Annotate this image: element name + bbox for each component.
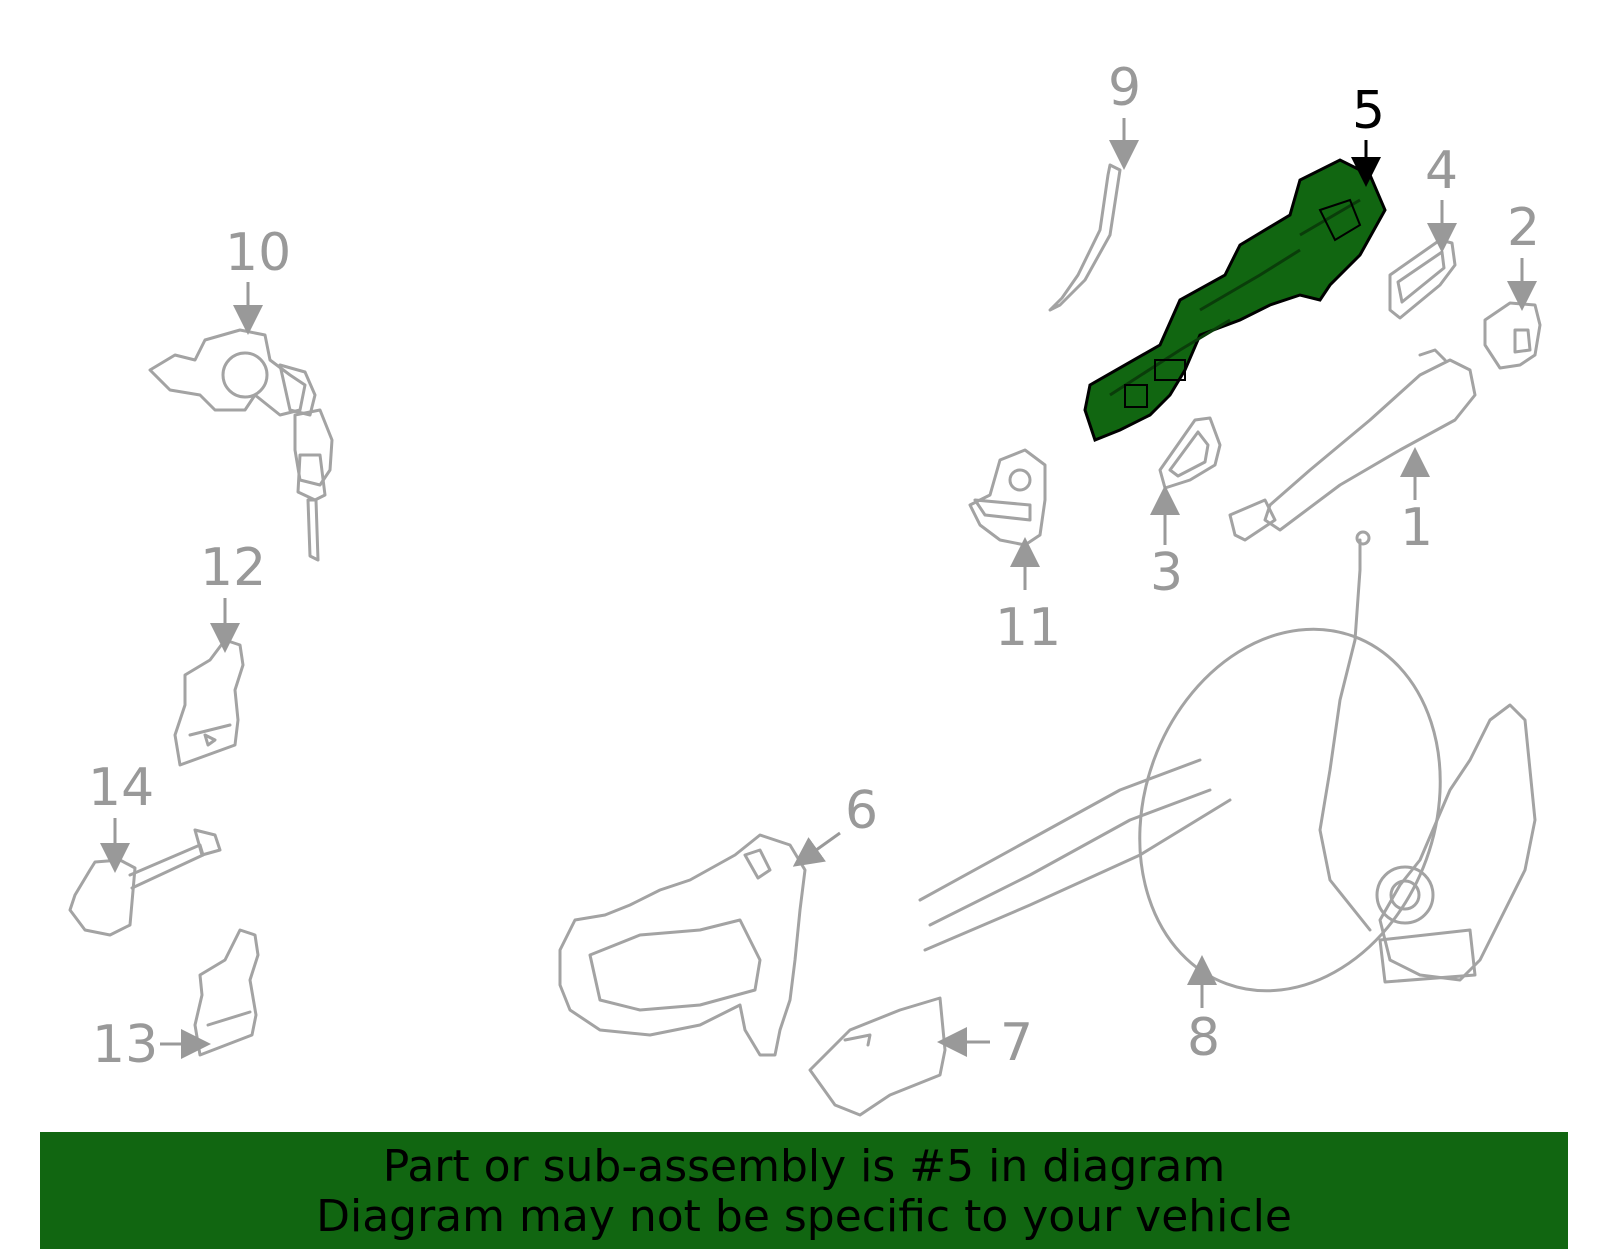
part-12-hinge[interactable] (173, 638, 245, 767)
part-1-outside-handle[interactable] (1228, 348, 1477, 542)
callout-1-label: 1 (1400, 498, 1433, 558)
callout-10-label: 10 (225, 223, 291, 283)
part-7-cover[interactable] (808, 996, 947, 1117)
callout-11-label: 11 (995, 598, 1061, 658)
part-2-cap[interactable] (1483, 301, 1542, 370)
part-9-rod[interactable] (1048, 163, 1122, 312)
callout-3: 3 (1150, 485, 1183, 603)
banner-line-1: Part or sub-assembly is #5 in diagram (382, 1141, 1226, 1192)
callout-8-label: 8 (1187, 1008, 1220, 1068)
part-14-door-check[interactable] (68, 828, 222, 937)
callout-14-label: 14 (88, 758, 154, 818)
callout-1: 1 (1400, 447, 1433, 558)
banner-line-2: Diagram may not be specific to your vehi… (316, 1191, 1292, 1242)
callout-7-label: 7 (1000, 1013, 1033, 1073)
callout-11: 11 (995, 537, 1061, 658)
info-banner: Part or sub-assembly is #5 in diagram Di… (40, 1132, 1568, 1249)
part-6-inside-handle[interactable] (558, 833, 807, 1057)
callout-6-label: 6 (845, 781, 878, 841)
callout-4-label: 4 (1425, 141, 1458, 201)
part-5-handle-frame[interactable] (1083, 158, 1387, 442)
parts-diagram: 10 12 14 13 9 (68, 58, 1542, 1117)
callout-4: 4 (1425, 141, 1458, 253)
callout-13-label: 13 (92, 1015, 158, 1075)
part-4-cover[interactable] (1388, 238, 1457, 320)
callout-6: 6 (792, 781, 878, 867)
part-8-latch-assembly[interactable] (918, 530, 1537, 1033)
callout-2: 2 (1507, 198, 1540, 311)
callout-12: 12 (200, 538, 266, 653)
part-11-striker[interactable] (968, 448, 1047, 547)
callout-8: 8 (1187, 955, 1220, 1068)
callout-13: 13 (92, 1015, 211, 1075)
part-3-trim[interactable] (1158, 416, 1222, 490)
callout-2-label: 2 (1507, 198, 1540, 258)
part-10-lock-cylinder[interactable] (148, 328, 334, 562)
callout-9: 9 (1108, 58, 1141, 170)
callout-14: 14 (88, 758, 154, 873)
callout-5: 5 (1351, 81, 1385, 187)
callout-12-label: 12 (200, 538, 266, 598)
callout-3-label: 3 (1150, 543, 1183, 603)
part-13-hinge[interactable] (193, 928, 260, 1057)
callout-5-label: 5 (1352, 81, 1385, 141)
callout-10: 10 (225, 223, 291, 335)
callout-9-label: 9 (1108, 58, 1141, 118)
callout-7: 7 (937, 1013, 1033, 1073)
